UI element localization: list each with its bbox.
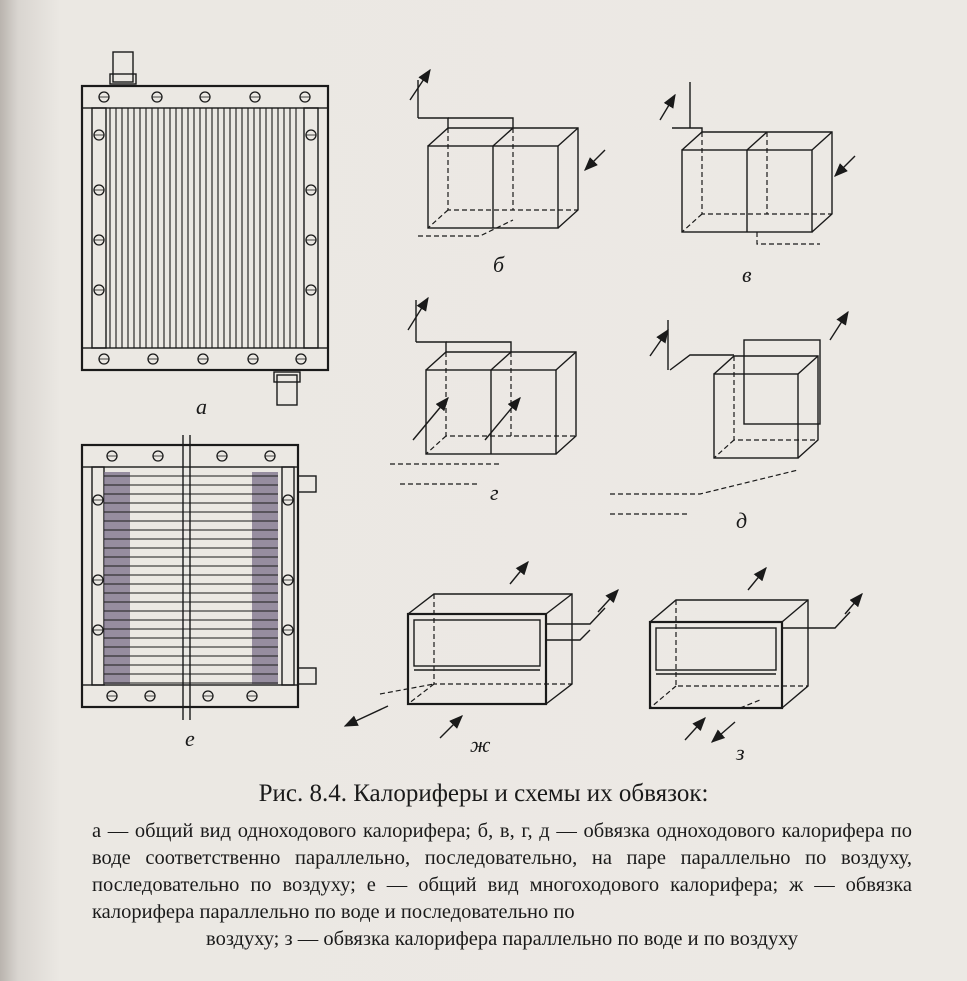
scheme-z xyxy=(648,566,863,743)
figure-caption-title: Рис. 8.4. Калориферы и схемы их обвязок: xyxy=(258,780,709,807)
label-d: д xyxy=(736,508,747,533)
label-v: в xyxy=(742,262,752,287)
caption-last-line: воздуху; з — обвязка калорифера параллел… xyxy=(206,928,798,950)
scheme-d xyxy=(610,310,849,515)
label-zh: ж xyxy=(470,732,491,757)
scheme-zh xyxy=(343,560,619,739)
figure-caption-text: а — общий вид одноходового калорифера; б… xyxy=(92,818,912,953)
label-b: б xyxy=(493,252,505,277)
label-a: а xyxy=(196,394,207,419)
figure-drawings: а б в г д е ж з xyxy=(80,51,863,765)
caption-body: а — общий вид одноходового калорифера; б… xyxy=(92,820,912,923)
drawing-a-single-pass-heater xyxy=(80,51,330,406)
scheme-v xyxy=(659,82,856,245)
scheme-g xyxy=(390,296,577,485)
label-z: з xyxy=(735,740,745,765)
label-e: е xyxy=(185,726,195,751)
label-g: г xyxy=(490,480,499,505)
scheme-b xyxy=(409,68,606,237)
drawing-e-multi-pass-heater xyxy=(80,435,317,720)
